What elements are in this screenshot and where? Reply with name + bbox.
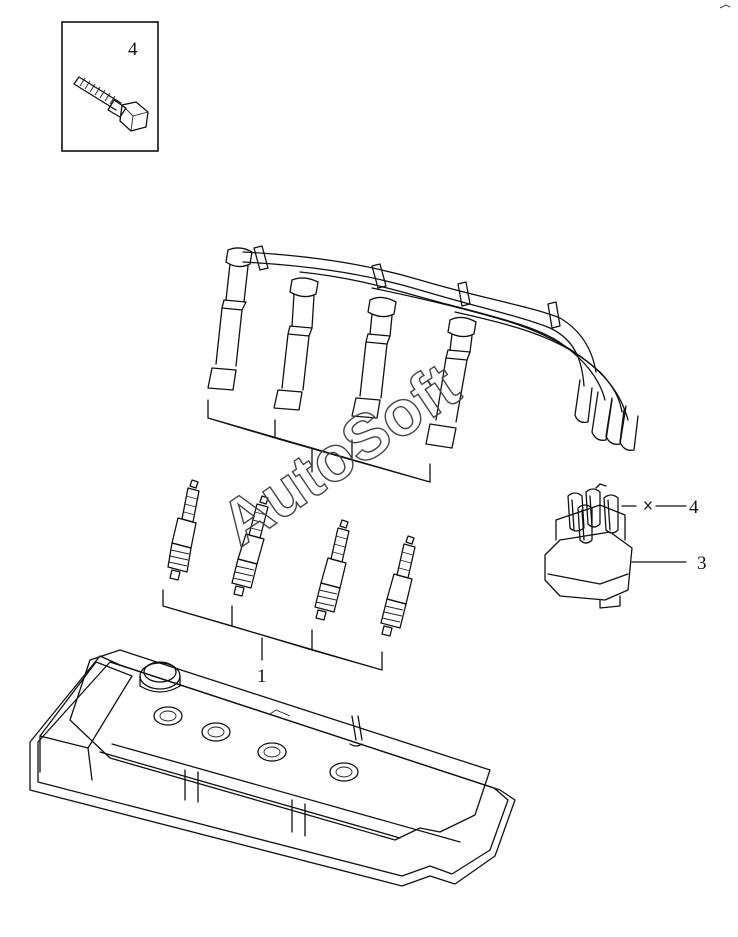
oil-filler-cap: [139, 661, 181, 693]
valve-cover: [29, 649, 516, 887]
bolt-inset: 4: [61, 21, 159, 152]
spark-plugs-callout: 1: [257, 666, 267, 687]
spark-plug-2: [231, 495, 269, 597]
plug-boot-3: [351, 296, 397, 419]
plug-bore-4: [329, 762, 359, 782]
distributor-cap: [544, 483, 633, 609]
distributor-cap-callout: 3: [697, 553, 707, 574]
distributor-bolt-x-mark: [644, 501, 652, 510]
corner-mark: [719, 4, 731, 9]
spark-plug-3: [314, 519, 350, 621]
spark-plugs: 1: [162, 479, 416, 687]
spark-plug-4: [380, 535, 416, 637]
plug-boot-2: [273, 277, 319, 411]
plug-bore-3: [257, 742, 287, 762]
plug-bore-1: [153, 706, 183, 726]
bolt-icon: [73, 76, 149, 132]
ignition-wire-set: [207, 245, 639, 483]
plug-boot-4: [425, 316, 477, 449]
distributor-bolt-callout: 4: [689, 497, 699, 518]
wire-set-bracket: [207, 399, 431, 483]
pcv-valve: [349, 715, 363, 747]
plug-bore-2: [201, 722, 231, 742]
inset-frame: [61, 21, 159, 152]
distributor-end-terminals: [574, 379, 639, 451]
plug-boot-1: [207, 247, 253, 391]
spark-plug-1: [167, 479, 200, 581]
spark-plug-bracket: [162, 589, 383, 671]
inset-callout-number: 4: [128, 39, 138, 60]
